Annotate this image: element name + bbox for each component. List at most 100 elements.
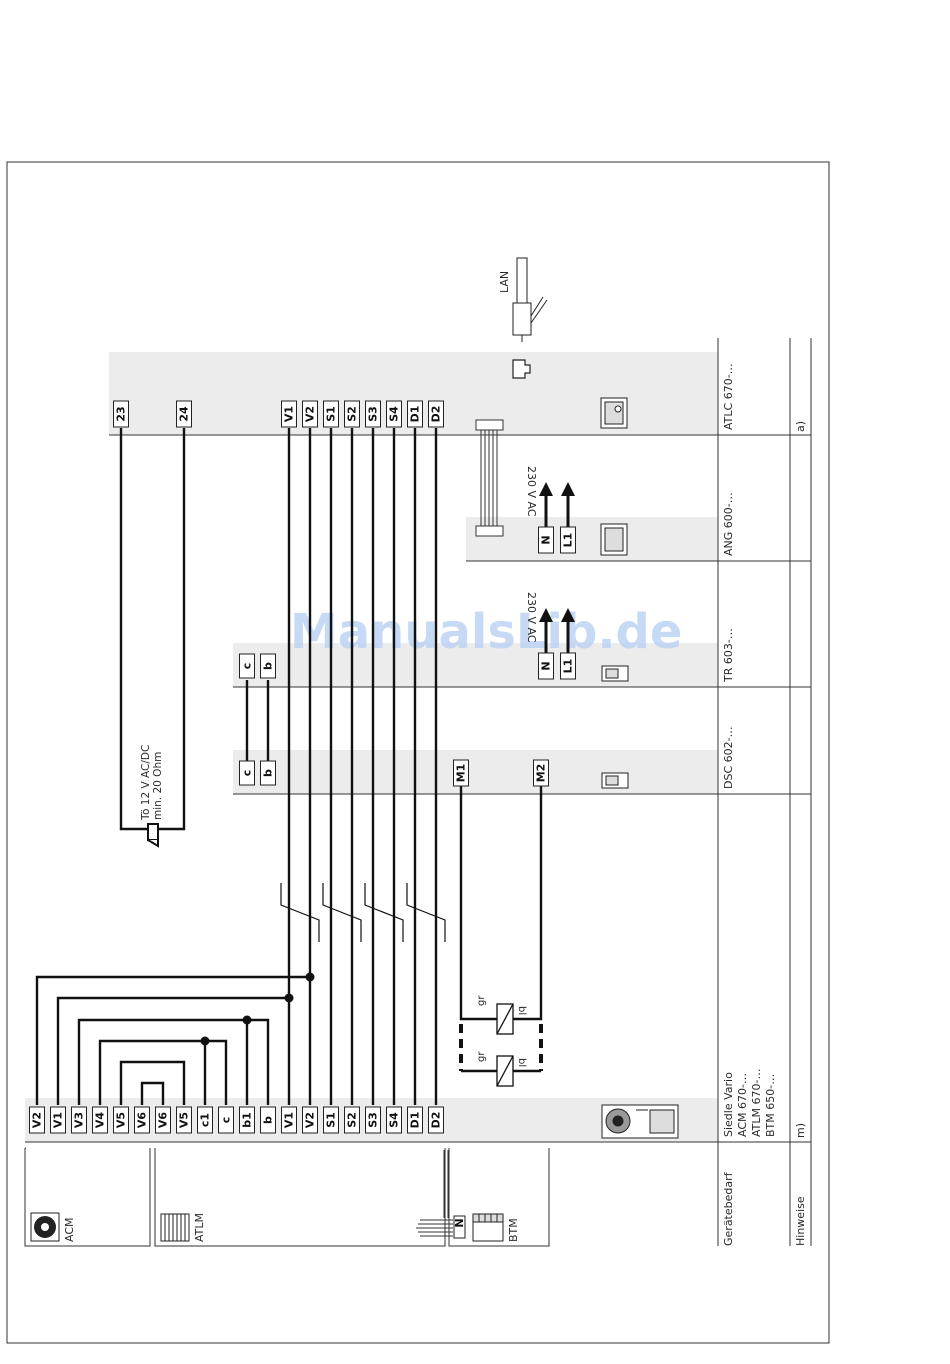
terminal-top-1: V2 xyxy=(304,406,317,422)
btm-n-terminal xyxy=(453,1215,466,1239)
terminal-24: 24 xyxy=(178,406,191,422)
terminal-bottom-11: b xyxy=(262,1116,275,1124)
device-columns xyxy=(717,338,812,1246)
terminal-top-0-box xyxy=(281,400,297,428)
terminal-dsc-m1: M1 xyxy=(455,764,468,783)
door-opener-icon xyxy=(147,823,159,848)
acm-icon xyxy=(30,1212,60,1242)
terminal-bottom-9-box xyxy=(218,1106,234,1134)
band-dsc xyxy=(233,750,718,794)
terminal-top-2-box xyxy=(323,400,339,428)
band-lines xyxy=(25,434,718,1143)
terminal-bottom-1-box xyxy=(50,1106,66,1134)
terminal-dsc-b: b xyxy=(262,769,275,777)
terminal-dsc-c-box xyxy=(239,760,255,786)
terminal-24-box xyxy=(176,400,192,428)
terminal-bottom-8-box xyxy=(197,1106,213,1134)
terminal-bottom-12-box xyxy=(281,1106,297,1134)
terminal-bottom-12: V1 xyxy=(283,1112,296,1128)
coil-label-gr-1: gr xyxy=(476,995,487,1006)
device-vario-atlm: ATLM 670-… xyxy=(750,1069,763,1137)
terminal-top-7-box xyxy=(428,400,444,428)
device-dsc: DSC 602-… xyxy=(722,726,735,789)
note-a: a) xyxy=(794,421,807,432)
terminal-dsc-c: c xyxy=(241,770,254,777)
terminal-bottom-19: D2 xyxy=(430,1112,443,1129)
bus-wires xyxy=(35,428,543,1105)
terminal-tr-n-box xyxy=(538,652,554,680)
terminal-bottom-14-box xyxy=(323,1106,339,1134)
device-atlc: ATLC 670-… xyxy=(722,363,735,430)
terminal-tr-n: N xyxy=(540,661,553,670)
terminal-top-2: S1 xyxy=(325,406,338,422)
terminal-bottom-3: V4 xyxy=(94,1112,107,1129)
terminal-bottom-4-box xyxy=(113,1106,129,1134)
terminal-bottom-0-box xyxy=(29,1106,45,1134)
ang-device-icon xyxy=(600,523,628,556)
terminal-23-box xyxy=(113,400,129,428)
terminal-ang-n-box xyxy=(538,526,554,554)
terminal-bottom-7-box xyxy=(176,1106,192,1134)
atlm-label: ATLM xyxy=(193,1213,206,1242)
device-column-header: Gerätebedarf xyxy=(722,1171,735,1246)
door-opener-label-2: min. 20 Ohm xyxy=(152,752,164,820)
terminal-bottom-2-box xyxy=(71,1106,87,1134)
terminal-bottom-15: S2 xyxy=(346,1112,359,1128)
module-boxes xyxy=(24,1147,550,1247)
outer-frame xyxy=(6,161,830,1344)
lan-socket-icon xyxy=(512,359,531,379)
terminal-tr-c: c xyxy=(241,663,254,670)
bus-wires-dashed xyxy=(459,1024,543,1071)
terminal-bottom-5: V6 xyxy=(136,1112,149,1129)
mains-label-tr: 230 V AC xyxy=(525,592,538,643)
terminal-bottom-0: V2 xyxy=(31,1112,44,1128)
terminal-dsc-m2-box xyxy=(533,759,549,787)
terminal-ang-n: N xyxy=(540,535,553,544)
terminal-top-3: S2 xyxy=(346,406,359,422)
terminal-top-5-box xyxy=(386,400,402,428)
terminal-bottom-11-box xyxy=(260,1106,276,1134)
terminal-ang-l1: L1 xyxy=(562,533,575,548)
btm-ribbon-cable xyxy=(416,1150,453,1237)
relay-coil-icon xyxy=(496,1003,514,1087)
terminal-bottom-4: V5 xyxy=(115,1112,128,1128)
terminal-top-5: S4 xyxy=(388,406,401,422)
terminal-bottom-2: V3 xyxy=(73,1112,86,1128)
tr-device-icon xyxy=(601,665,629,682)
terminal-bottom-13-box xyxy=(302,1106,318,1134)
terminal-bottom-15-box xyxy=(344,1106,360,1134)
terminal-tr-b: b xyxy=(262,662,275,670)
terminal-top-3-box xyxy=(344,400,360,428)
lan-label: LAN xyxy=(498,271,511,293)
terminal-top-4-box xyxy=(365,400,381,428)
band-tr xyxy=(233,643,718,687)
vario-device-icon xyxy=(601,1104,679,1139)
terminal-bottom-19-box xyxy=(428,1106,444,1134)
terminal-tr-l1: L1 xyxy=(562,659,575,674)
device-vario-btm: BTM 650-… xyxy=(764,1074,777,1137)
terminal-bottom-7: V5 xyxy=(178,1112,191,1128)
btm-label: BTM xyxy=(507,1218,520,1242)
coil-label-bl-2: bl xyxy=(516,1058,527,1067)
device-ang: ANG 600-… xyxy=(722,492,735,556)
terminal-bottom-14: S1 xyxy=(325,1112,338,1128)
coil-label-gr-2: gr xyxy=(476,1051,487,1062)
terminal-bottom-1: V1 xyxy=(52,1112,65,1128)
terminal-bottom-17: S4 xyxy=(388,1112,401,1128)
device-vario-acm: ACM 670-… xyxy=(736,1073,749,1137)
terminal-tr-b-box xyxy=(260,653,276,679)
door-opener-label-1: Tö 12 V AC/DC xyxy=(140,745,152,821)
terminal-top-7: D2 xyxy=(430,406,443,423)
terminal-top-0: V1 xyxy=(283,406,296,422)
twisted-pair-marks xyxy=(280,883,446,942)
mains-label-ang: 230 V AC xyxy=(525,466,538,517)
device-bands xyxy=(25,352,718,1142)
btm-icon xyxy=(472,1213,504,1242)
notes-column-header: Hinweise xyxy=(794,1196,807,1246)
terminal-top-6: D1 xyxy=(409,406,422,423)
terminal-bottom-10-box xyxy=(239,1106,255,1134)
atlm-icon xyxy=(160,1213,190,1242)
terminal-bottom-16-box xyxy=(365,1106,381,1134)
terminal-bottom-16: S3 xyxy=(367,1112,380,1128)
